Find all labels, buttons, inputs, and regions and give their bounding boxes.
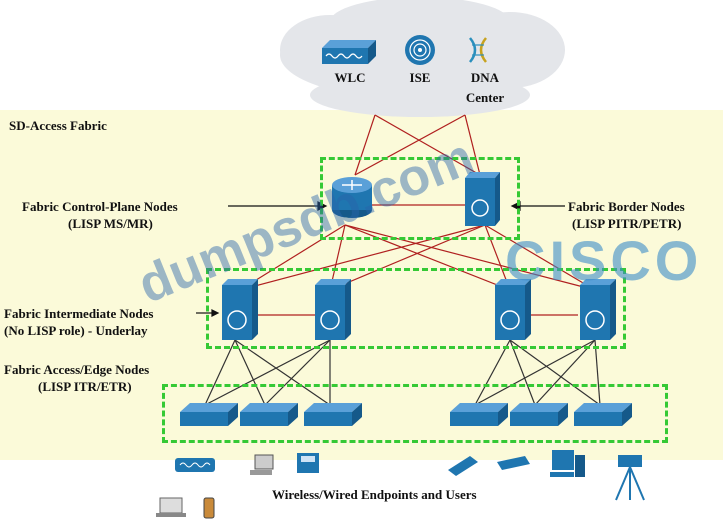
edge-switch-icon <box>180 403 238 426</box>
intermediate-switch-icon-2 <box>315 279 351 340</box>
edge-tier-box <box>162 384 668 443</box>
access-links <box>204 339 601 406</box>
border-label: Fabric Border Nodes <box>568 199 685 214</box>
ip-phone-icon <box>297 453 319 473</box>
control-plane-router-icon <box>332 177 372 218</box>
core-links <box>239 204 596 316</box>
camera-tripod-icon <box>615 455 645 501</box>
workstation-icon <box>250 454 274 475</box>
edge-switch-icon <box>510 403 568 426</box>
dna-center-label: Center <box>465 90 505 105</box>
phone-icon <box>448 456 478 476</box>
ise-label: ISE <box>409 70 431 85</box>
desktop-computer-icon <box>550 450 585 477</box>
border-sublabel: (LISP PITR/PETR) <box>572 216 682 231</box>
intermediate-switch-icon-3 <box>495 279 531 340</box>
edge-switch-icons <box>180 403 632 426</box>
edge-label: Fabric Access/Edge Nodes <box>4 362 150 377</box>
intermediate-label: Fabric Intermediate Nodes <box>4 306 154 321</box>
dna-center-icon <box>469 37 487 63</box>
access-point-icon <box>175 458 215 472</box>
intermediate-switch-icon-1 <box>222 279 258 340</box>
laptop-icon <box>156 497 186 517</box>
printer-icon <box>497 456 530 470</box>
mobile-phone-icon <box>203 497 215 519</box>
endpoints-label: Wireless/Wired Endpoints and Users <box>272 487 477 502</box>
intermediate-sublabel: (No LISP role) - Underlay <box>4 323 148 338</box>
control-border-tier-box <box>320 157 520 240</box>
intermediate-tier-box <box>206 268 626 349</box>
fabric-title: SD-Access Fabric <box>9 118 107 133</box>
edge-switch-icon <box>574 403 632 426</box>
edge-switch-icon <box>304 403 362 426</box>
edge-switch-icon <box>450 403 508 426</box>
control-plane-sublabel: (LISP MS/MR) <box>68 216 153 231</box>
border-node-switch-icon <box>465 172 500 226</box>
edge-switch-icon <box>240 403 298 426</box>
dna-label: DNA <box>470 70 500 85</box>
edge-sublabel: (LISP ITR/ETR) <box>38 379 132 394</box>
intermediate-switch-icon-4 <box>580 279 616 340</box>
wlc-label: WLC <box>334 70 366 85</box>
cloud-links <box>354 114 481 176</box>
control-plane-label: Fabric Control-Plane Nodes <box>22 199 178 214</box>
wlc-icon <box>322 40 376 64</box>
ise-fingerprint-icon <box>405 35 435 65</box>
watermark-brand: CISCO <box>505 229 703 292</box>
